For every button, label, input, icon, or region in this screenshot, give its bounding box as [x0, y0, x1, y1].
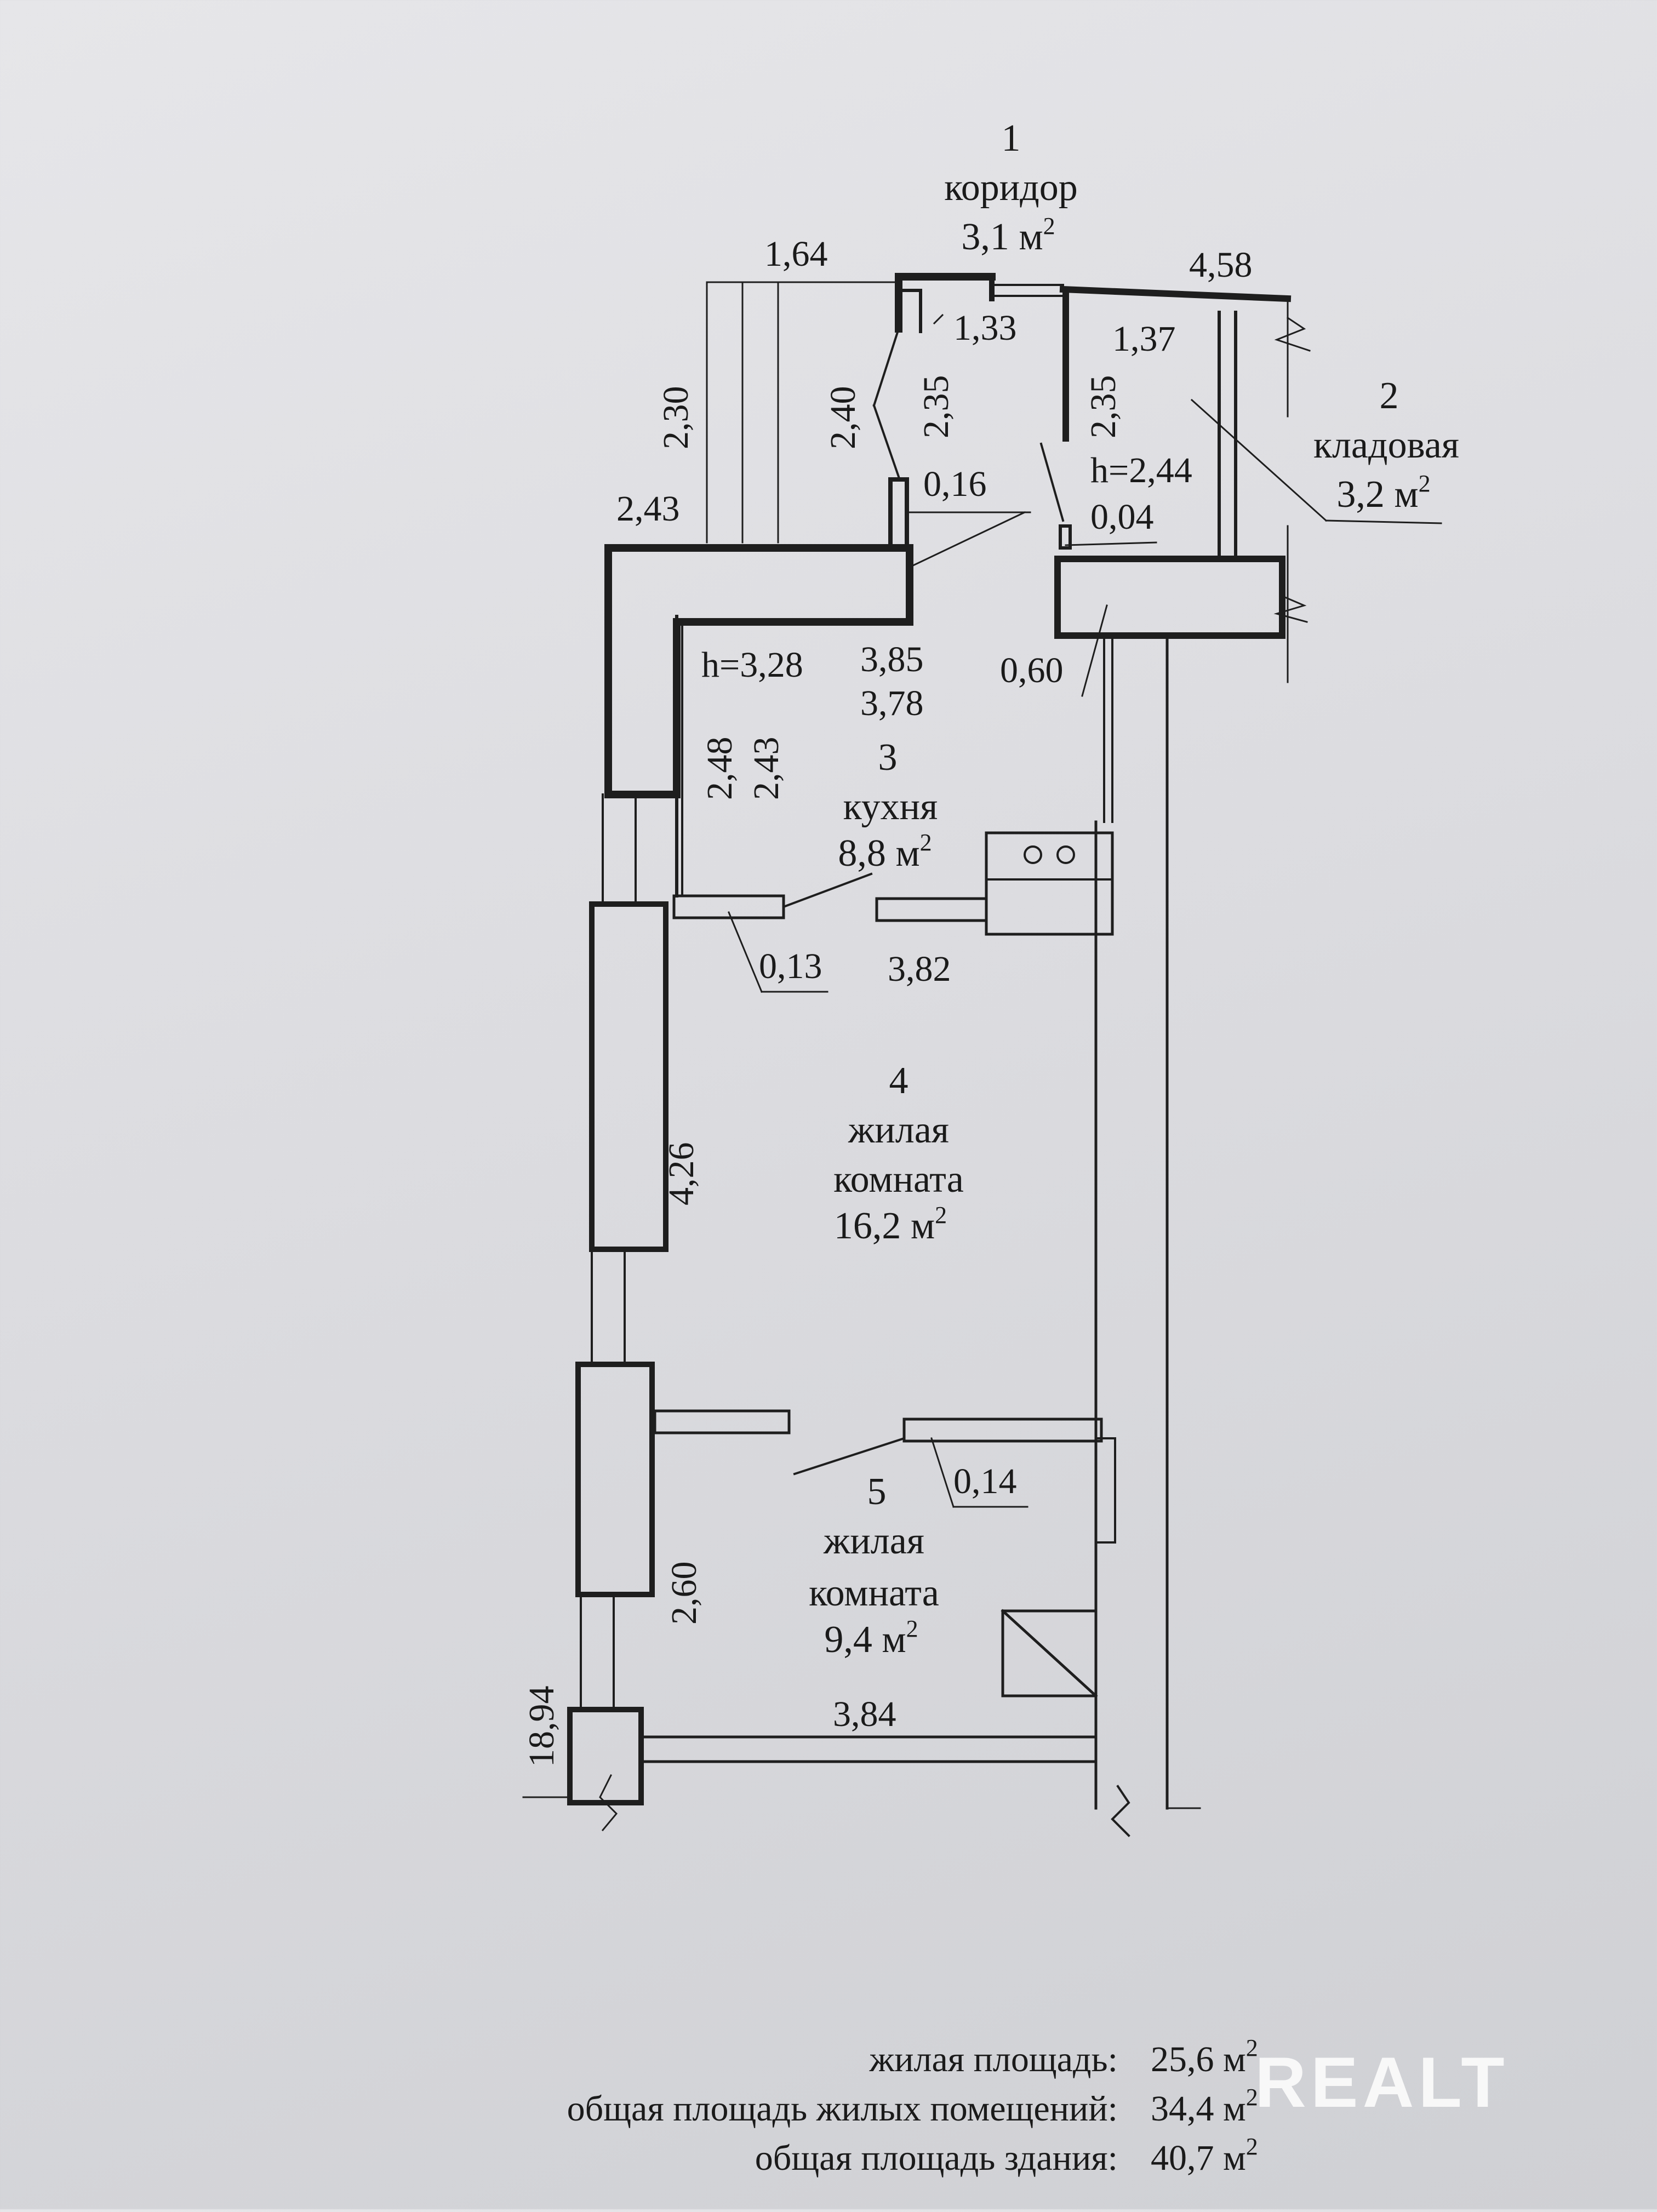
svg-text:9,4 м2: 9,4 м2 [824, 1615, 918, 1661]
balcony-outline [706, 281, 900, 544]
room-4-label: 4 жилая комната 16,2 м2 [833, 1060, 964, 1247]
svg-text:1,37: 1,37 [1112, 319, 1176, 359]
svg-text:1,64: 1,64 [764, 234, 828, 274]
svg-text:2,60: 2,60 [664, 1562, 704, 1625]
svg-text:3,82: 3,82 [888, 949, 951, 989]
outer-wall-top [895, 273, 1292, 333]
room-1-label: 1 коридор 3,1 м2 [944, 117, 1078, 258]
room-5-label: 5 жилая комната 9,4 м2 [809, 1471, 939, 1661]
svg-text:3,84: 3,84 [833, 1694, 896, 1734]
svg-text:2,30: 2,30 [656, 386, 696, 450]
svg-text:2,35: 2,35 [916, 375, 956, 439]
svg-text:0,14: 0,14 [953, 1461, 1017, 1501]
storage-walls [1062, 293, 1311, 683]
bottom-wall [638, 1735, 1098, 1810]
fixture-box [1001, 1609, 1098, 1698]
svg-text:4,58: 4,58 [1189, 245, 1253, 285]
svg-text:h=2,44: h=2,44 [1090, 450, 1192, 490]
svg-text:1: 1 [1002, 117, 1021, 159]
summary-label-living: жилая площадь: [869, 2039, 1118, 2079]
svg-text:жилая: жилая [848, 1109, 949, 1151]
area-summary: жилая площадь: 25,6 м2 общая площадь жил… [567, 2034, 1258, 2178]
svg-text:1,33: 1,33 [953, 308, 1017, 348]
summary-value-building: 40,7 м2 [1151, 2133, 1258, 2178]
summary-value-residential: 34,4 м2 [1151, 2084, 1258, 2129]
svg-text:кухня: кухня [843, 786, 938, 828]
svg-text:5: 5 [867, 1471, 887, 1513]
kitchen-walls [604, 544, 1285, 898]
svg-text:3,85: 3,85 [860, 639, 924, 679]
svg-text:3,2 м2: 3,2 м2 [1336, 470, 1430, 516]
svg-text:2,43: 2,43 [616, 489, 680, 529]
svg-text:16,2 м2: 16,2 м2 [834, 1202, 947, 1247]
room-3-label: 3 кухня 8,8 м2 [838, 736, 938, 874]
svg-text:0,13: 0,13 [759, 946, 822, 986]
kitchen-partition [672, 831, 1114, 936]
svg-text:3,78: 3,78 [860, 683, 924, 723]
svg-text:комната: комната [809, 1572, 939, 1614]
svg-text:4: 4 [889, 1060, 909, 1102]
leader-lines [728, 313, 1442, 1508]
svg-text:4,26: 4,26 [661, 1142, 701, 1206]
svg-text:2,40: 2,40 [823, 386, 863, 450]
svg-text:h=3,28: h=3,28 [701, 645, 803, 685]
svg-text:2,48: 2,48 [700, 737, 740, 801]
svg-text:8,8 м2: 8,8 м2 [838, 829, 932, 874]
room-2-label: 2 кладовая 3,2 м2 [1313, 375, 1459, 516]
realt-watermark-logo: REALT [1255, 2042, 1509, 2122]
svg-text:кладовая: кладовая [1313, 424, 1459, 466]
summary-label-building: общая площадь здания: [755, 2138, 1118, 2178]
bedroom-partition [653, 1409, 1116, 1544]
svg-text:3,1 м2: 3,1 м2 [961, 213, 1055, 258]
left-outer-wall [522, 793, 668, 1832]
corridor-doors [872, 327, 1072, 550]
svg-text:0,04: 0,04 [1090, 497, 1154, 537]
svg-text:2: 2 [1380, 375, 1399, 417]
svg-text:0,60: 0,60 [1000, 650, 1064, 690]
dimension-labels: 1,64 4,58 1,33 1,37 2,30 2,40 2,35 2,35 … [522, 234, 1253, 1767]
summary-label-residential: общая площадь жилых помещений: [567, 2089, 1118, 2129]
svg-text:2,35: 2,35 [1083, 375, 1123, 439]
svg-text:18,94: 18,94 [522, 1686, 562, 1768]
svg-text:комната: комната [833, 1158, 964, 1201]
summary-value-living: 25,6 м2 [1151, 2034, 1258, 2079]
svg-text:0,16: 0,16 [923, 464, 987, 504]
svg-text:2,43: 2,43 [746, 737, 786, 801]
svg-text:коридор: коридор [944, 167, 1078, 209]
svg-text:жилая: жилая [823, 1520, 924, 1562]
svg-text:3: 3 [878, 736, 898, 779]
